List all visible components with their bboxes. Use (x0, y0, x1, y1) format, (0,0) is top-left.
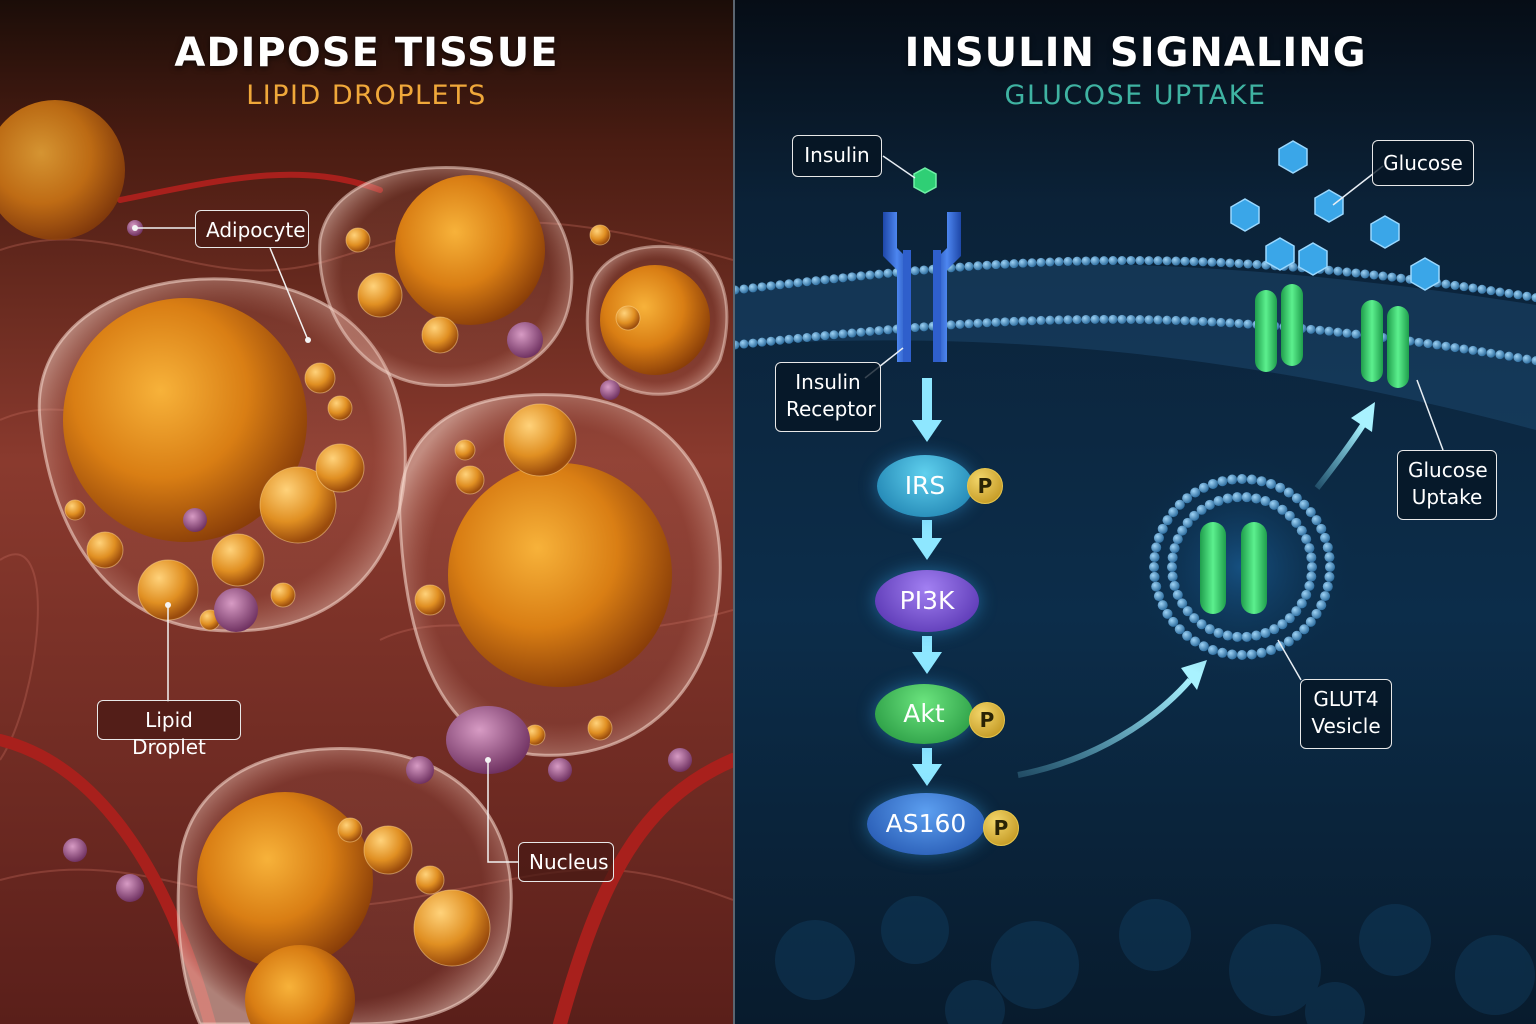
glut4-vesicle-label-line1: GLUT4 (1313, 687, 1379, 711)
adipose-tissue-title: ADIPOSE TISSUE (174, 30, 559, 76)
akt-phospho-badge: P (969, 702, 1005, 738)
glut4-vesicle (1149, 474, 1335, 660)
as160-node: AS160 (867, 793, 985, 855)
glucose-uptake-label: Glucose Uptake (1397, 450, 1497, 520)
insulin-signaling-title: INSULIN SIGNALING (904, 30, 1367, 76)
irs-phospho-badge: P (967, 468, 1003, 504)
irs-node: IRS (877, 455, 973, 517)
adipose-tissue-illustration (0, 0, 733, 1024)
akt-node: Akt (875, 684, 973, 744)
glucose-uptake-label-line1: Glucose (1408, 458, 1488, 482)
glut4-vesicle-label-line2: Vesicle (1311, 714, 1381, 738)
adipocyte-label: Adipocyte (195, 210, 309, 248)
glucose-label: Glucose (1372, 140, 1474, 186)
adipose-tissue-panel: ADIPOSE TISSUE LIPID DROPLETS Adipocyte … (0, 0, 733, 1024)
insulin-signaling-panel: INSULIN SIGNALING GLUCOSE UPTAKE Insulin… (735, 0, 1536, 1024)
glut4-vesicle-label: GLUT4 Vesicle (1300, 679, 1392, 749)
glut4-transporters (1255, 284, 1409, 388)
as160-phospho-badge: P (983, 810, 1019, 846)
fusion-arrow (1314, 423, 1366, 490)
pi3k-node: PI3K (875, 570, 979, 632)
insulin-receptor (883, 212, 961, 362)
pathway-arrows (912, 378, 942, 786)
panel-divider (733, 0, 735, 1024)
insulin-label: Insulin (792, 135, 882, 177)
lipid-droplets-subtitle: LIPID DROPLETS (246, 80, 487, 111)
lipid-droplet-label: Lipid Droplet (97, 700, 241, 759)
insulin-molecule (913, 167, 937, 194)
translocation-arrow (1017, 678, 1193, 778)
insulin-receptor-label-line1: Insulin (795, 370, 861, 394)
insulin-receptor-label: Insulin Receptor (775, 362, 881, 432)
insulin-receptor-label-line2: Receptor (786, 397, 876, 421)
nucleus-label: Nucleus (518, 842, 614, 882)
glucose-molecules (1230, 140, 1440, 291)
glucose-uptake-label-line2: Uptake (1411, 485, 1483, 509)
glucose-uptake-subtitle: GLUCOSE UPTAKE (1004, 80, 1267, 111)
